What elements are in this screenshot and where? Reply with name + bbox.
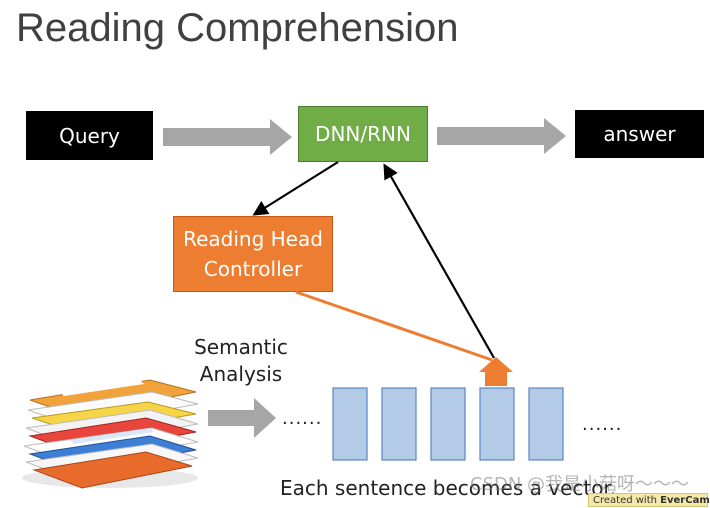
controller-line-2: Controller <box>203 257 303 281</box>
reading-head-controller-box: Reading Head Controller <box>173 216 333 292</box>
document-stack-icon <box>22 379 199 489</box>
csdn-watermark: CSDN @我是小菇呀～～～ <box>470 474 690 495</box>
arrow-semantic-analysis <box>208 398 276 438</box>
semantic-line-1: Semantic <box>194 335 288 359</box>
query-box: Query <box>26 111 153 160</box>
vector-2 <box>381 387 417 461</box>
orange-line-controller-to-vector <box>295 290 493 362</box>
slide-title: Reading Comprehension <box>16 6 459 50</box>
vector-1 <box>332 387 368 461</box>
sentence-vectors <box>332 387 564 461</box>
caption-text: Each sentence becomes a vector. <box>280 476 617 500</box>
vector-4 <box>479 387 515 461</box>
dnn-rnn-box: DNN/RNN <box>298 106 428 162</box>
vector-3 <box>430 387 466 461</box>
arrow-dnn-to-answer <box>437 118 566 154</box>
evercam-prefix: Created with <box>593 495 657 506</box>
dots-left: ...... <box>282 408 323 429</box>
semantic-analysis-label: Semantic Analysis <box>182 334 300 388</box>
dots-right: ...... <box>582 414 623 435</box>
answer-box: answer <box>575 110 704 158</box>
arrow-query-to-dnn <box>163 119 292 155</box>
evercam-brand: EverCam. <box>660 495 710 506</box>
semantic-line-2: Analysis <box>199 362 283 386</box>
arrow-vector-to-dnn <box>383 163 495 359</box>
vector-5 <box>528 387 564 461</box>
controller-line-1: Reading Head <box>183 227 323 251</box>
arrow-dnn-to-controller <box>252 161 339 216</box>
orange-up-arrow <box>479 357 513 386</box>
evercam-badge: Created with EverCam. <box>588 493 710 507</box>
